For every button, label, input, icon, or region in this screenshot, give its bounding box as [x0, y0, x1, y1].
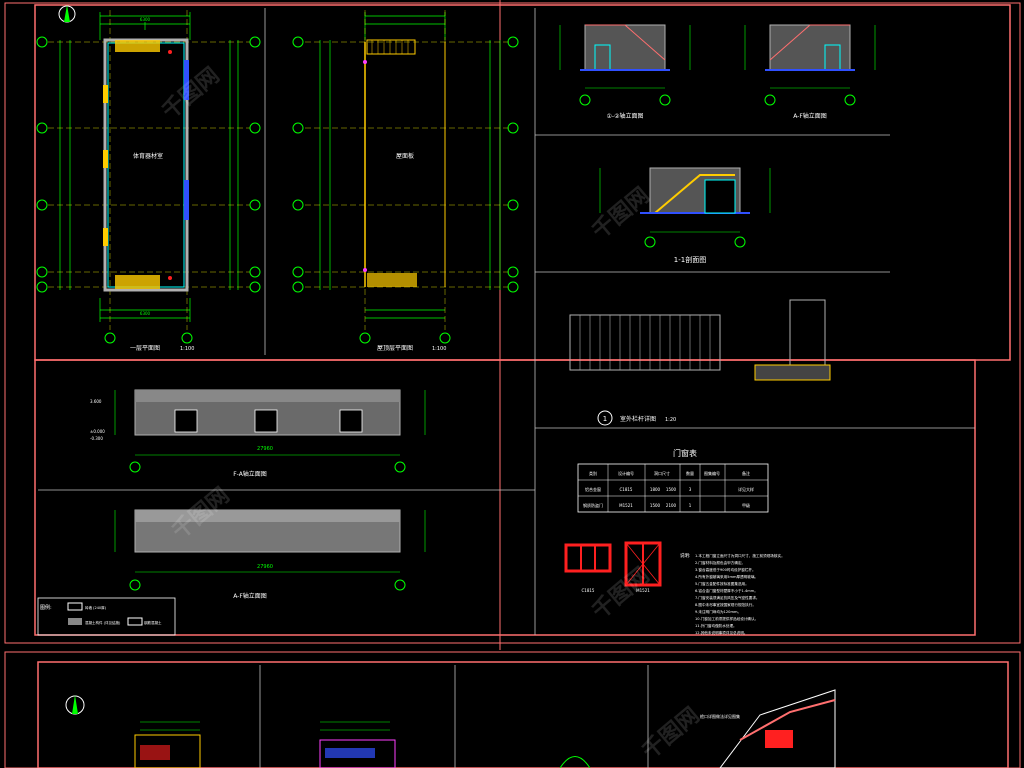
- detail-num: 1: [603, 415, 607, 423]
- level-ground: -0.300: [90, 436, 103, 441]
- north-arrow-icon: [58, 5, 76, 23]
- railing-title: 室外栏杆详图: [620, 415, 656, 423]
- note-8: 8.图中未尽事宜按国家现行规范执行。: [695, 602, 756, 607]
- cell-r1-c1: 铝合金窗: [585, 486, 601, 492]
- back-total-dim: 27960: [257, 564, 273, 570]
- front-elevation-title: F-A轴立面图: [233, 470, 267, 478]
- sheet-frame: [4, 0, 1021, 768]
- note-6: 6.铝合金门窗型材壁厚不小于1.4mm。: [695, 588, 758, 593]
- cell-r2-c2: M1521: [619, 503, 633, 508]
- plan-dimension-lines: [59, 12, 239, 322]
- bottom-sheet: 檐口详图做法详见图集: [65, 689, 836, 768]
- cell-r2-c6: 甲级: [742, 502, 750, 508]
- note-4: 4.所有外窗玻璃采用5mm厚透明玻璃。: [695, 574, 758, 579]
- dim-bottom: 6300: [140, 311, 151, 316]
- section-1-1: 1-1剖面图: [599, 167, 771, 264]
- note-12: 12.其他未说明事项详见总说明。: [695, 630, 747, 635]
- notes-title: 说明:: [680, 552, 691, 559]
- cell-r1-c4: 1500: [666, 487, 677, 492]
- elev-a-title: ①-②轴立面图: [607, 112, 644, 120]
- axis-bubbles: [36, 36, 261, 344]
- th-6: 备注: [742, 470, 750, 476]
- cell-r2-c5: 1: [689, 503, 692, 508]
- railing-detail: 1 室外栏杆详图 1:20: [569, 299, 831, 426]
- note-7: 7.门窗安装须满足抗风压及气密性要求。: [695, 595, 760, 600]
- elev-b-title: A-F轴立面图: [793, 112, 827, 120]
- cell-r1-c3: 1800: [650, 487, 661, 492]
- north-arrow-icon: [65, 695, 85, 715]
- cell-r2-c4: 2100: [666, 503, 677, 508]
- door-detail: M1521: [624, 541, 662, 593]
- window-detail: C1815: [564, 543, 612, 593]
- cell-r1-c2: C1815: [620, 487, 633, 492]
- cell-r1-c6: 详见大样: [738, 486, 754, 492]
- cell-r1-c5: 3: [689, 487, 692, 492]
- legend-item-2: 混凝土构件 (详见结施): [85, 620, 121, 625]
- roof-plan: 屋面板 屋顶层平面图 1:100: [292, 10, 519, 352]
- back-elevation: 27960 A-F轴立面图: [114, 509, 426, 600]
- side-elevations: ①-②轴立面图 A-F轴立面图: [559, 24, 876, 120]
- th-3: 洞口尺寸: [654, 470, 670, 476]
- door-window-table: 门窗表 类别 设计编号 洞口尺寸 数量 图集编号 备注 铝合金窗 C1815 1…: [577, 448, 769, 513]
- th-4: 数量: [686, 470, 694, 476]
- bottom-detail-label: 檐口详图做法详见图集: [700, 713, 740, 719]
- floor1-plan: 体育器材室 6300 6300 一层平面图 1:100: [36, 5, 261, 352]
- note-5: 5.门窗五金配件按标准图集选用。: [695, 581, 749, 586]
- floor1-title: 一层平面图: [130, 345, 160, 352]
- note-1: 1.本工程门窗立面尺寸为洞口尺寸，施工前须现场核实。: [695, 553, 785, 558]
- legend-item-3: 钢筋混凝土: [144, 620, 162, 625]
- th-2: 设计编号: [618, 470, 634, 476]
- section-title: 1-1剖面图: [674, 255, 706, 264]
- front-total-dim: 27960: [257, 446, 273, 452]
- legend: 图例: 砖墙 (240厚) 混凝土构件 (详见结施) 钢筋混凝土: [37, 597, 176, 636]
- legend-item-1: 砖墙 (240厚): [85, 605, 107, 610]
- note-10: 10.门窗加工前须提供样品经设计确认。: [695, 616, 758, 621]
- cell-r2-c1: 钢质防盗门: [583, 502, 603, 508]
- roof-room-name: 屋面板: [396, 152, 414, 160]
- divider-lines: [38, 8, 975, 768]
- door-label: M1521: [636, 588, 650, 593]
- table-title: 门窗表: [673, 448, 697, 458]
- roof-dimension-lines: [319, 12, 501, 319]
- window-label: C1815: [582, 588, 595, 593]
- note-2: 2.门窗材料及颜色由甲方确定。: [695, 560, 745, 565]
- th-5: 图集编号: [704, 470, 720, 476]
- room-name: 体育器材室: [133, 152, 163, 160]
- back-elevation-title: A-F轴立面图: [233, 592, 267, 600]
- level-top: 3.600: [90, 399, 102, 404]
- roof-title: 屋顶层平面图: [377, 345, 413, 352]
- legend-title: 图例:: [40, 604, 52, 611]
- level-zero: ±0.000: [90, 429, 105, 434]
- floor1-scale: 1:100: [180, 346, 194, 352]
- th-1: 类别: [589, 470, 597, 476]
- roof-scale: 1:100: [432, 346, 446, 352]
- notes-block: 说明: 1.本工程门窗立面尺寸为洞口尺寸，施工前须现场核实。 2.门窗材料及颜色…: [680, 552, 785, 635]
- dim-top: 6300: [140, 17, 151, 22]
- note-9: 9.未注明门垛均为120mm。: [695, 609, 741, 614]
- railing-scale: 1:20: [665, 417, 676, 423]
- note-3: 3.窗台高度低于900时均设护窗栏杆。: [695, 567, 756, 572]
- cell-r2-c3: 1500: [650, 503, 661, 508]
- note-11: 11.外门窗均做防水处理。: [695, 623, 737, 628]
- watermark-text: 千图网: [158, 63, 225, 125]
- front-elevation: 27960 F-A轴立面图 3.600 ±0.000 -0.300: [90, 389, 426, 478]
